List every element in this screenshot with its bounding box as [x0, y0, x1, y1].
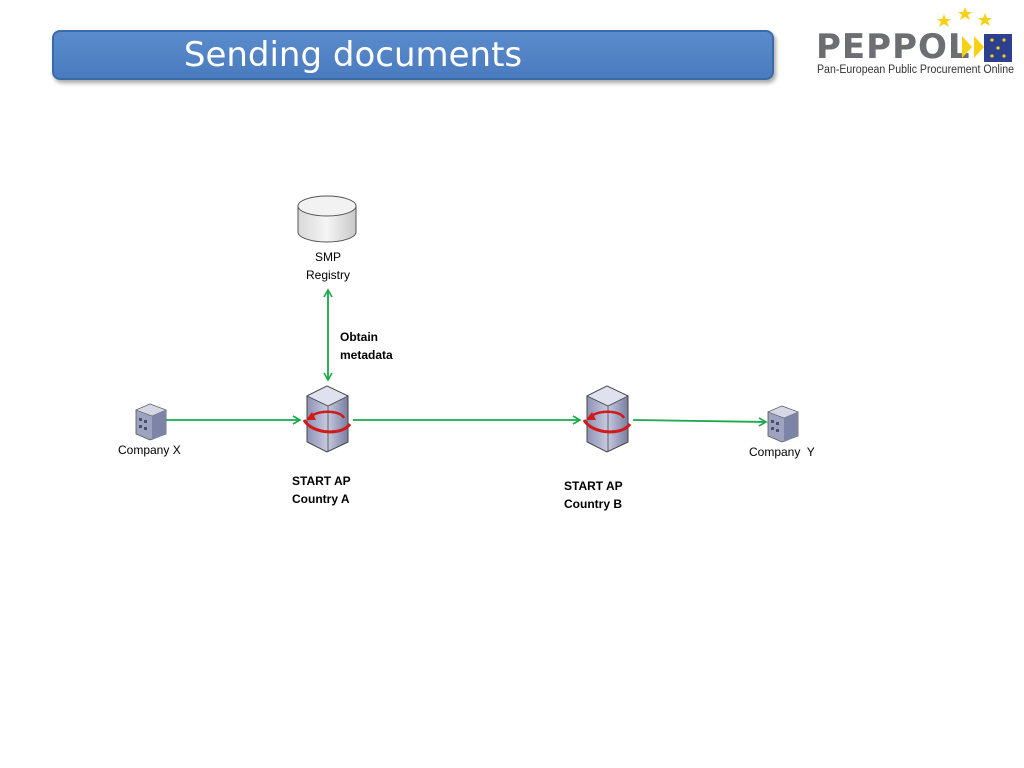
obtain-label-line2: metadata — [340, 348, 393, 362]
company-x-label: Company X — [118, 443, 181, 457]
smp-label-line2: Registry — [305, 268, 350, 282]
company-y-label: Company Y — [749, 445, 815, 459]
company-x-building-icon — [135, 403, 167, 441]
slide-title: Sending documents — [183, 35, 523, 75]
logo-mark-icon — [937, 7, 1012, 62]
ap-a-label: START AP Country A — [292, 472, 351, 508]
ap-a-label-line2: Country A — [292, 492, 350, 506]
ap-a-server-icon — [302, 385, 352, 453]
ap-a-label-line1: START AP — [292, 474, 351, 488]
logo-tagline: Pan-European Public Procurement Online — [817, 64, 1015, 76]
ap-b-label: START AP Country B — [564, 477, 623, 513]
ap-b-label-line2: Country B — [564, 497, 622, 511]
database-icon — [297, 195, 357, 243]
smp-registry-label: SMP Registry — [298, 248, 358, 284]
star-icon — [978, 13, 992, 26]
star-icon — [937, 14, 951, 27]
arrow-apb-companyy — [632, 417, 768, 427]
obtain-label-line1: Obtain — [340, 330, 378, 344]
star-icon — [958, 7, 972, 20]
ap-b-server-icon — [582, 385, 632, 453]
ap-b-label-line1: START AP — [564, 479, 623, 493]
smp-label-line1: SMP — [314, 250, 341, 264]
title-bar: Sending documents — [52, 30, 774, 80]
logo-wordmark: PEPPOL — [816, 27, 971, 67]
company-y-building-icon — [767, 405, 799, 443]
obtain-metadata-label: Obtain metadata — [340, 328, 393, 364]
